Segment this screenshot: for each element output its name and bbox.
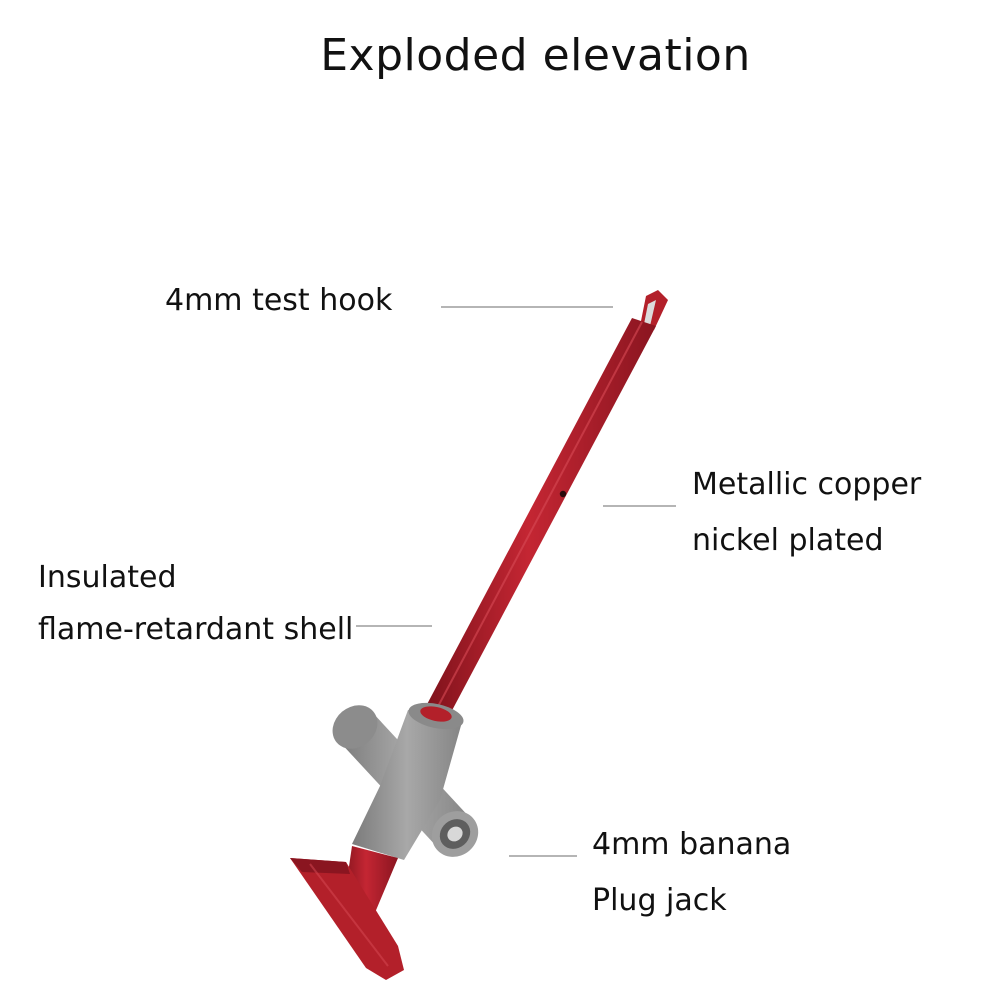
red-shaft bbox=[424, 318, 656, 718]
label-banana-line1: 4mm banana bbox=[592, 827, 792, 862]
thumb-paddle bbox=[290, 858, 404, 980]
gray-body-shell bbox=[352, 702, 464, 860]
leader-test-hook bbox=[441, 306, 613, 308]
leader-banana bbox=[509, 855, 577, 857]
label-insulated-line2: flame-retardant shell bbox=[38, 612, 354, 647]
leader-insulated bbox=[356, 625, 432, 627]
leader-metallic bbox=[603, 505, 676, 507]
label-insulated-line1: Insulated bbox=[38, 560, 177, 595]
diagram-title: Exploded elevation bbox=[320, 30, 751, 81]
label-test-hook: 4mm test hook bbox=[165, 283, 393, 318]
label-metallic-line2: nickel plated bbox=[692, 523, 884, 558]
label-metallic-line1: Metallic copper bbox=[692, 467, 922, 502]
shaft-hole bbox=[559, 490, 567, 498]
hook-tip bbox=[640, 290, 668, 330]
label-banana-line2: Plug jack bbox=[592, 883, 727, 918]
